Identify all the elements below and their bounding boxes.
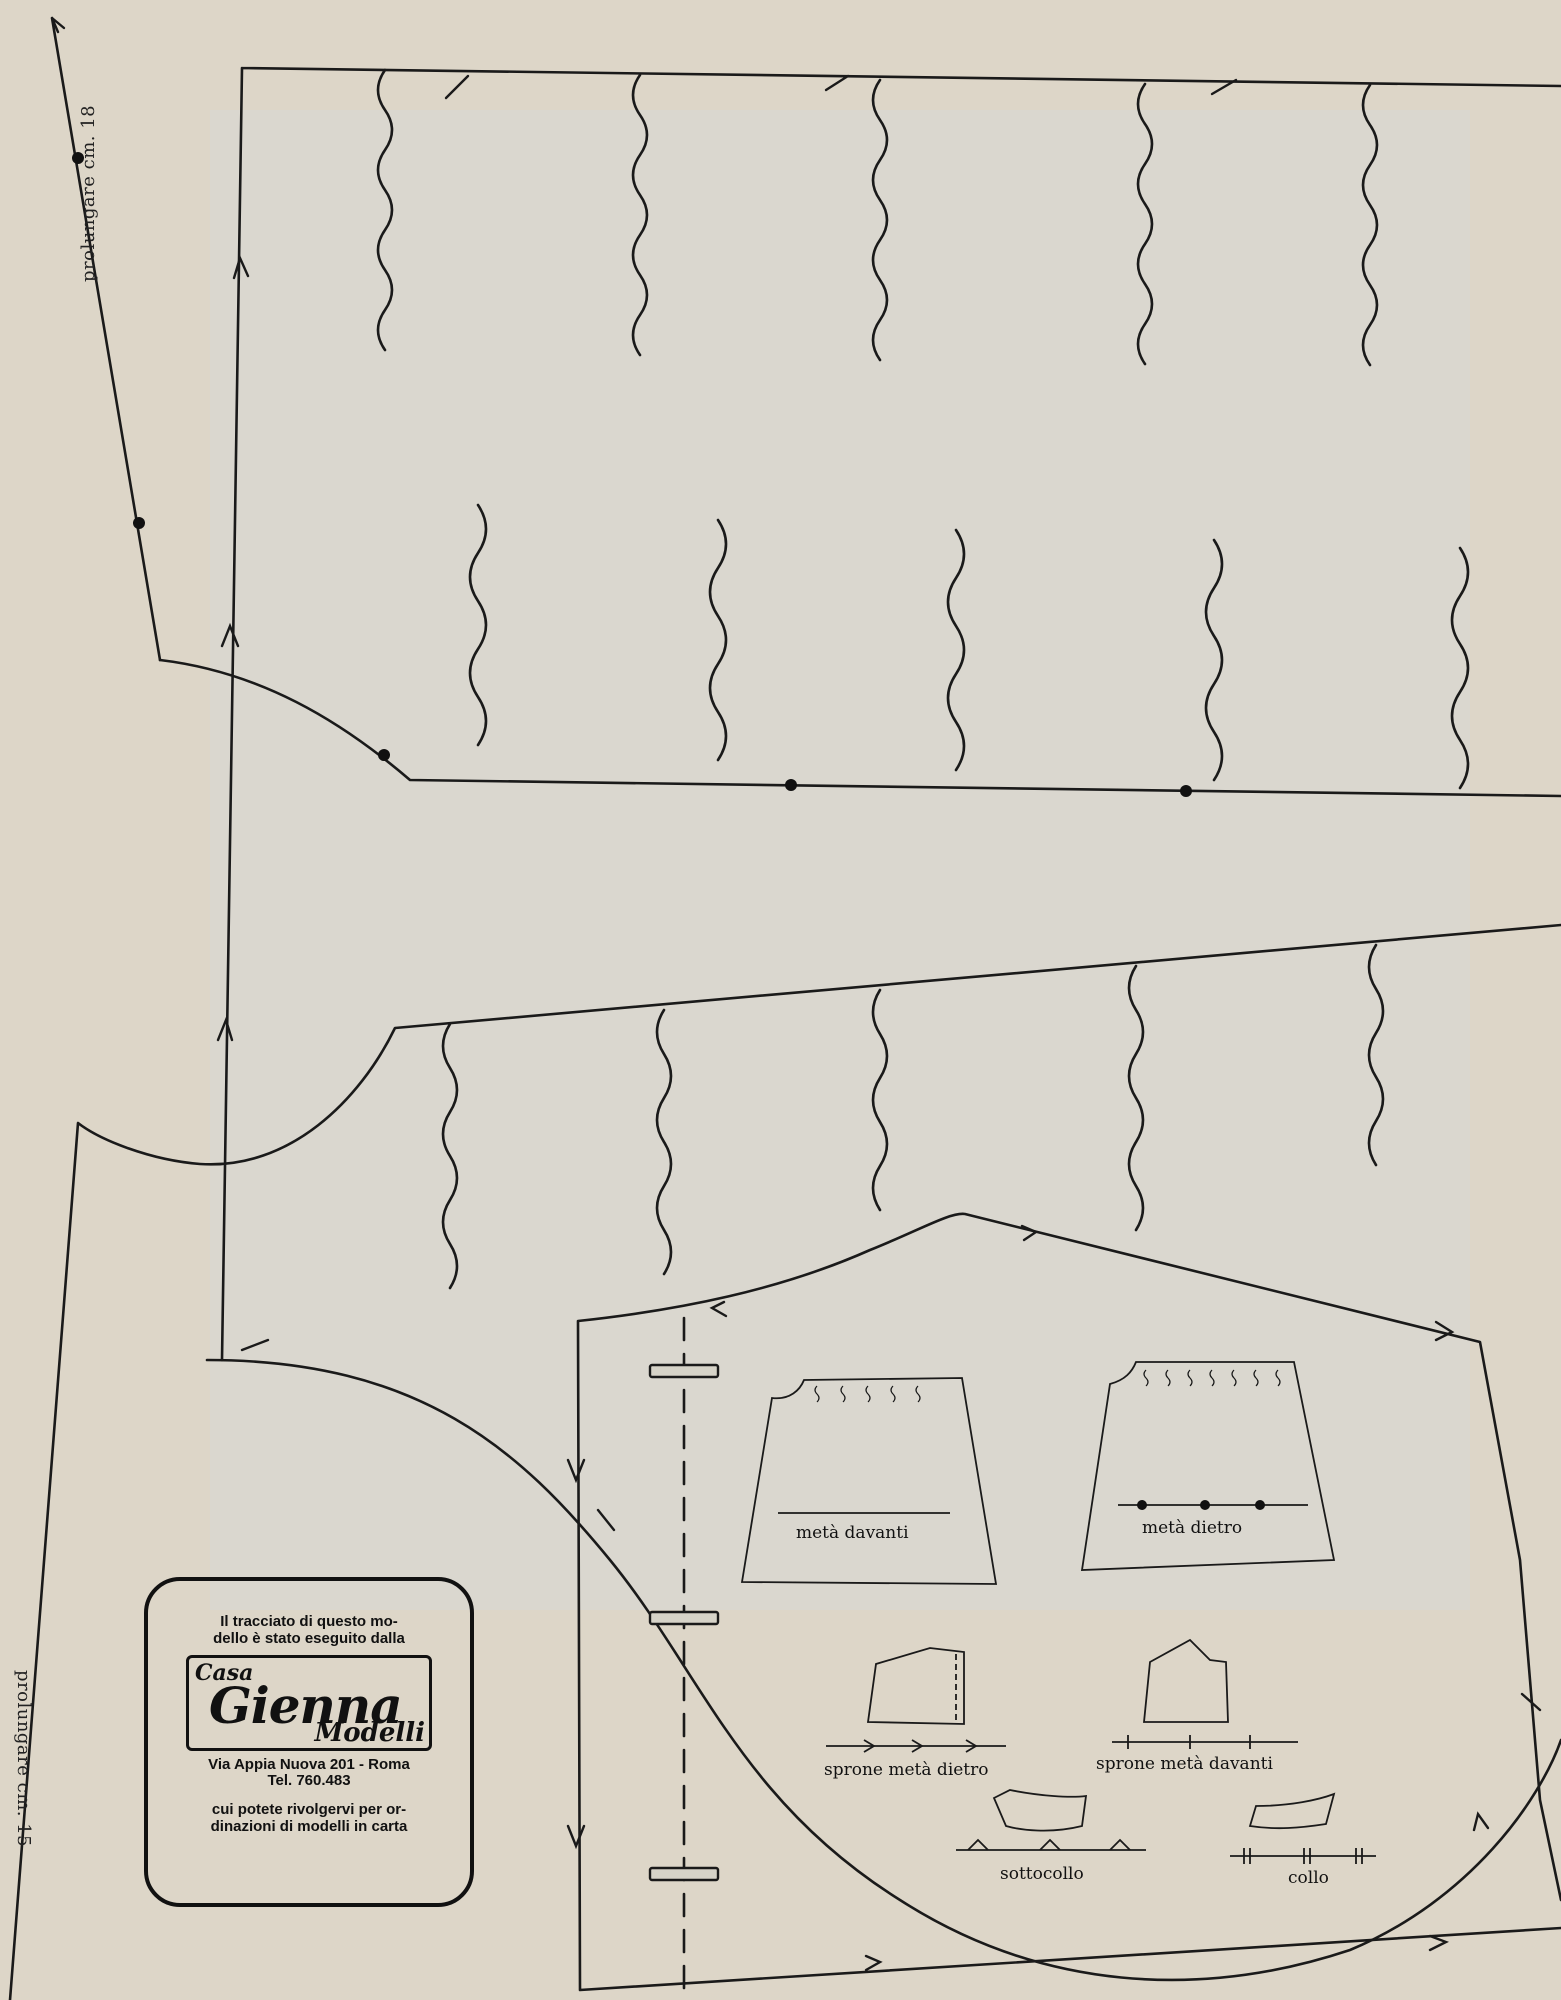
extension-line-top [50, 16, 162, 662]
logo-casa: Casa [195, 1660, 254, 1686]
ad-phone: Tel. 760.483 [267, 1772, 351, 1789]
thumb-collar [1230, 1792, 1376, 1864]
thumb-back [1080, 1361, 1336, 1571]
logo-brand: Gienna [209, 1676, 403, 1735]
ad-line-1: Il tracciato di questo mo- [220, 1613, 398, 1630]
grain-arrow [232, 254, 250, 280]
thumb-yoke-front [1112, 1638, 1298, 1749]
lower-curve [205, 1358, 1561, 1982]
label-yoke-back: sprone metà dietro [824, 1760, 989, 1780]
grain-arrow [566, 1458, 586, 1484]
label-yoke-front: sprone metà davanti [1096, 1754, 1273, 1774]
bodice-piece-outline [576, 1212, 1561, 1992]
ad-line-3: cui potete rivolgervi per or- [211, 1801, 407, 1818]
grain-arrow [216, 1016, 234, 1042]
thumb-yoke-back [826, 1647, 1006, 1753]
label-collar: collo [1288, 1868, 1329, 1888]
label-undercollar: sottocollo [1000, 1864, 1084, 1884]
thumb-front [740, 1377, 998, 1585]
margin-note-top: prolungare cm. 18 [78, 104, 99, 282]
advertisement-box: Il tracciato di questo mo- dello è stato… [144, 1577, 474, 1907]
grain-arrow [864, 1954, 883, 1972]
grain-arrow [50, 17, 66, 34]
logo-modelli: Modelli [314, 1718, 425, 1748]
grain-arrow [1428, 1934, 1449, 1952]
gather-marks [376, 68, 1470, 1290]
thumb-undercollar [956, 1789, 1146, 1851]
grain-arrow [709, 1300, 728, 1318]
upper-panel-outline [158, 66, 1561, 1362]
ad-address: Via Appia Nuova 201 - Roma [208, 1756, 410, 1773]
grain-arrow [220, 622, 240, 648]
grain-arrow [1020, 1224, 1039, 1242]
match-dots [72, 152, 1192, 797]
label-back: metà dietro [1142, 1518, 1243, 1538]
label-front: metà davanti [796, 1523, 909, 1543]
middle-panel-outline [8, 923, 1561, 2000]
buttonholes [648, 1363, 720, 1882]
grain-arrow [1472, 1811, 1490, 1832]
ad-line-4: dinazioni di modelli in carta [210, 1818, 408, 1835]
grain-arrow [566, 1824, 586, 1850]
margin-note-bottom: prolungare cm. 15 [13, 1670, 34, 1848]
ad-line-2: dello è stato eseguito dalla [213, 1630, 405, 1647]
grain-arrow [1434, 1320, 1455, 1342]
brand-logo: Casa Gienna Modelli [186, 1655, 432, 1751]
